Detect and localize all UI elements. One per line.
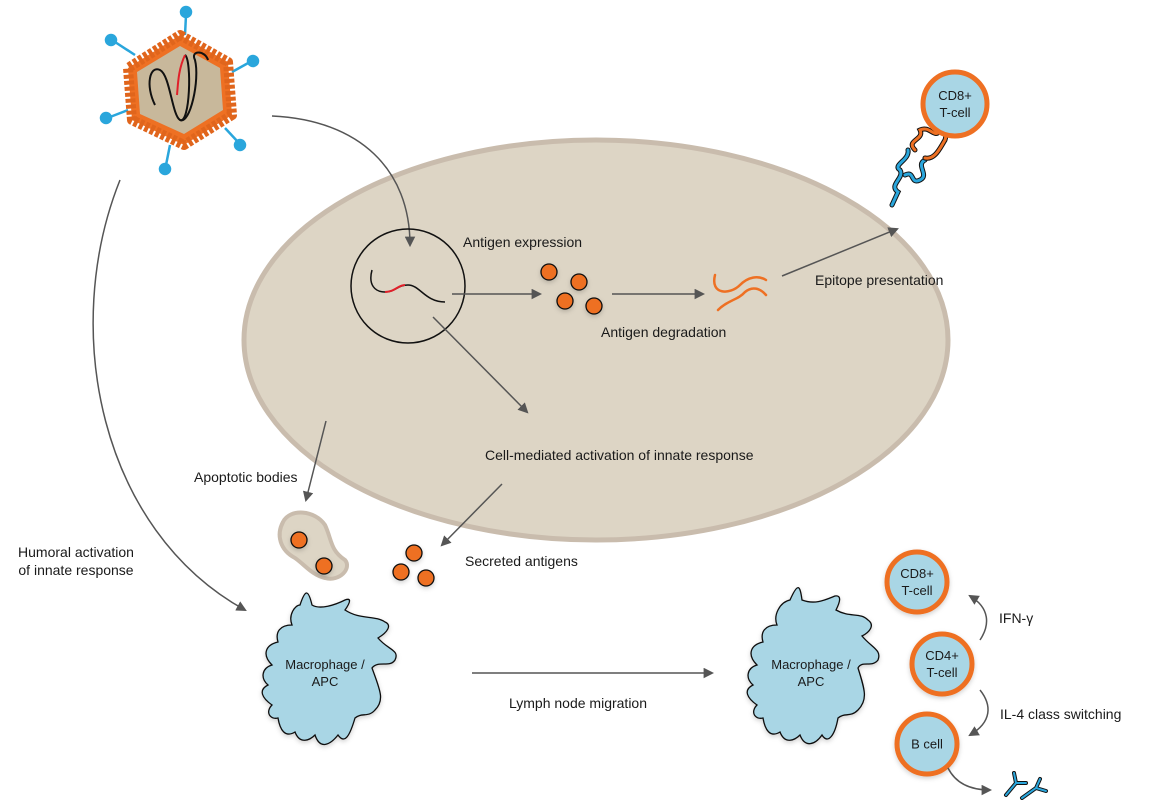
label-secreted-antigens: Secreted antigens xyxy=(465,553,578,569)
macrophage-left-line2: APC xyxy=(311,674,339,689)
b-cell-line1: B cell xyxy=(911,736,943,752)
cd4-lymph-line2: T-cell xyxy=(926,665,958,680)
presentation-arrow xyxy=(781,227,899,277)
secreted-antigen-cluster xyxy=(392,544,435,587)
peptide-fragments-icon xyxy=(712,273,768,312)
label-il4-class-switching: IL-4 class switching xyxy=(1000,706,1122,722)
cd8-top-line2: T-cell xyxy=(939,105,971,120)
antigen-cluster xyxy=(540,263,603,315)
cd8-lymph-label: CD8+ T-cell xyxy=(900,565,934,599)
host-cell xyxy=(241,137,951,543)
nucleus xyxy=(350,228,466,344)
antibody-icon xyxy=(1004,771,1048,800)
virus-icon xyxy=(99,5,260,176)
label-antigen-degradation: Antigen degradation xyxy=(601,324,727,340)
label-cell-mediated: Cell-mediated activation of innate respo… xyxy=(485,447,754,463)
cd4-t-cell-lymph xyxy=(909,631,975,697)
cd8-top-label: CD8+ T-cell xyxy=(938,87,972,121)
apoptotic-body xyxy=(277,510,349,581)
label-ifn-gamma: IFN-γ xyxy=(999,610,1034,626)
macrophage-right-label: Macrophage / APC xyxy=(771,656,851,690)
label-humoral-line2: of innate response xyxy=(18,562,134,578)
label-apoptotic-bodies: Apoptotic bodies xyxy=(194,469,298,485)
apoptotic-arrow xyxy=(302,420,327,503)
macrophage-right-line2: APC xyxy=(797,674,825,689)
macrophage-right-line1: Macrophage / xyxy=(771,657,851,672)
macrophage-left-label: Macrophage / APC xyxy=(285,656,365,690)
humoral-arrow xyxy=(92,179,247,612)
entry-arrow xyxy=(271,115,416,248)
b-cell-label: B cell xyxy=(911,736,943,753)
cd4-lymph-label: CD4+ T-cell xyxy=(925,647,959,681)
macrophage-left-line1: Macrophage / xyxy=(285,657,365,672)
macrophage-left xyxy=(261,592,397,746)
ifn-gamma-arrow xyxy=(968,594,988,641)
b-cell xyxy=(894,711,960,777)
cd8-lymph-line2: T-cell xyxy=(901,583,933,598)
label-humoral-activation: Humoral activation of innate response xyxy=(18,543,134,579)
label-humoral-line1: Humoral activation xyxy=(18,544,134,560)
cell-mediated-arrow xyxy=(432,316,529,414)
cd8-t-cell-lymph xyxy=(884,549,950,615)
antibody-arrow xyxy=(947,767,993,796)
cd4-lymph-line1: CD4+ xyxy=(925,648,959,663)
label-epitope-presentation: Epitope presentation xyxy=(815,272,944,288)
label-lymph-node-migration: Lymph node migration xyxy=(509,695,648,711)
il4-arrow xyxy=(968,689,989,737)
cd8-lymph-line1: CD8+ xyxy=(900,566,934,581)
macrophage-right xyxy=(746,586,880,745)
secreted-arrow xyxy=(440,483,503,547)
cd8-t-cell-top xyxy=(920,69,990,139)
cd8-top-line1: CD8+ xyxy=(938,88,972,103)
label-antigen-expression: Antigen expression xyxy=(463,234,583,250)
